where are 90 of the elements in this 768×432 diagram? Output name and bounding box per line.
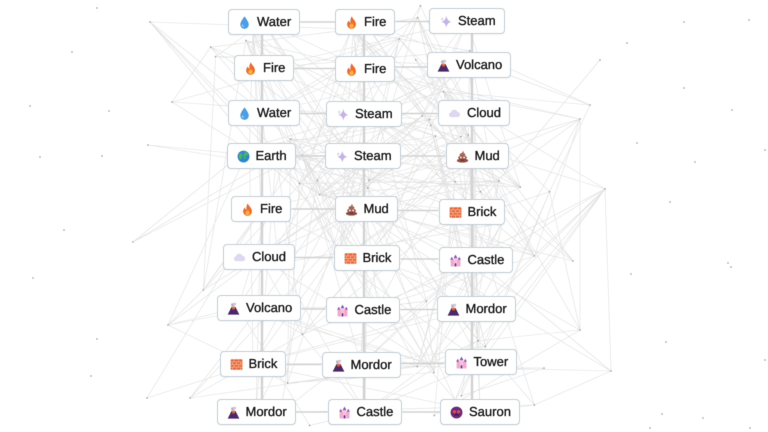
item-card <box>438 100 510 126</box>
connector-line <box>300 112 326 114</box>
item-card <box>220 351 286 377</box>
item-card <box>322 352 401 378</box>
item-label: Fire <box>364 14 386 30</box>
item-card <box>326 101 402 127</box>
connector-line <box>362 82 366 101</box>
connector-line <box>470 375 474 399</box>
item-label: Steam <box>458 13 496 29</box>
item-label: Cloud <box>467 105 501 121</box>
item-label: Brick <box>362 250 392 266</box>
item-card <box>436 296 516 322</box>
item-card <box>217 295 302 321</box>
connector-line <box>294 68 335 70</box>
connector-line <box>260 35 264 55</box>
item-card <box>334 196 398 222</box>
item-card <box>438 199 506 225</box>
connector-line <box>470 34 474 52</box>
item-label: Mordor <box>350 357 392 373</box>
item-card <box>234 55 294 81</box>
item-label: Mud <box>364 201 389 217</box>
item-label: Sauron <box>469 404 511 420</box>
connector-line <box>260 377 264 399</box>
item-card <box>328 399 402 425</box>
connector-line <box>470 78 474 100</box>
connector-line <box>260 81 264 100</box>
connector-line <box>400 155 446 157</box>
item-card <box>429 8 505 34</box>
item-label: Mordor <box>246 404 287 420</box>
connector-line <box>260 270 264 295</box>
connector-line <box>395 66 427 68</box>
connector-line <box>402 112 438 114</box>
connector-line <box>362 378 366 399</box>
connector-line <box>296 411 328 413</box>
connector-line <box>362 35 366 56</box>
connector-line <box>362 127 366 143</box>
item-card <box>334 245 400 271</box>
item-card <box>228 100 300 126</box>
item-card <box>427 52 512 78</box>
item-label: Fire <box>260 201 282 217</box>
connector-line <box>362 222 366 245</box>
item-card <box>325 143 401 169</box>
item-label: Mud <box>474 148 500 164</box>
item-card <box>335 56 396 82</box>
item-card <box>444 349 518 375</box>
connector-line <box>362 323 366 352</box>
item-label: Water <box>257 105 292 121</box>
connector-line <box>362 169 366 196</box>
item-label: Mordor <box>466 301 507 317</box>
connector-line <box>400 308 436 310</box>
connector-line <box>400 258 438 260</box>
item-label: Water <box>257 14 292 30</box>
item-label: Volcano <box>456 57 502 73</box>
item-label: Earth <box>256 148 287 164</box>
connector-line <box>300 21 335 23</box>
item-label: Fire <box>364 61 386 77</box>
connector-line <box>362 271 366 297</box>
connector-line <box>470 322 474 349</box>
item-card <box>440 399 520 425</box>
item-label: Castle <box>356 404 394 420</box>
item-label: Castle <box>354 302 392 318</box>
item-label: Steam <box>354 148 392 164</box>
item-label: Tower <box>474 354 508 370</box>
connector-line <box>291 208 334 210</box>
item-label: Steam <box>355 106 393 122</box>
connector-line <box>402 411 440 413</box>
connector-line <box>260 321 264 351</box>
item-card <box>223 244 295 270</box>
item-card <box>226 143 296 169</box>
item-card <box>216 399 296 425</box>
item-label: Castle <box>468 252 504 268</box>
connector-line <box>260 169 264 196</box>
connector-line <box>260 126 264 143</box>
item-label: Volcano <box>246 300 292 316</box>
connector-line <box>301 308 326 310</box>
connector-line <box>260 222 264 244</box>
item-label: Brick <box>468 204 496 220</box>
item-card <box>228 9 300 35</box>
connector-line <box>398 210 438 212</box>
item-card <box>326 297 400 323</box>
item-label: Brick <box>248 356 278 372</box>
item-card <box>335 9 396 35</box>
item-label: Fire <box>263 60 286 76</box>
connector-line <box>286 364 322 366</box>
item-card <box>446 143 509 169</box>
connector-line <box>395 20 429 22</box>
item-label: Cloud <box>252 249 286 265</box>
item-card <box>231 196 292 222</box>
connector-line <box>295 256 334 258</box>
item-card <box>438 247 514 273</box>
